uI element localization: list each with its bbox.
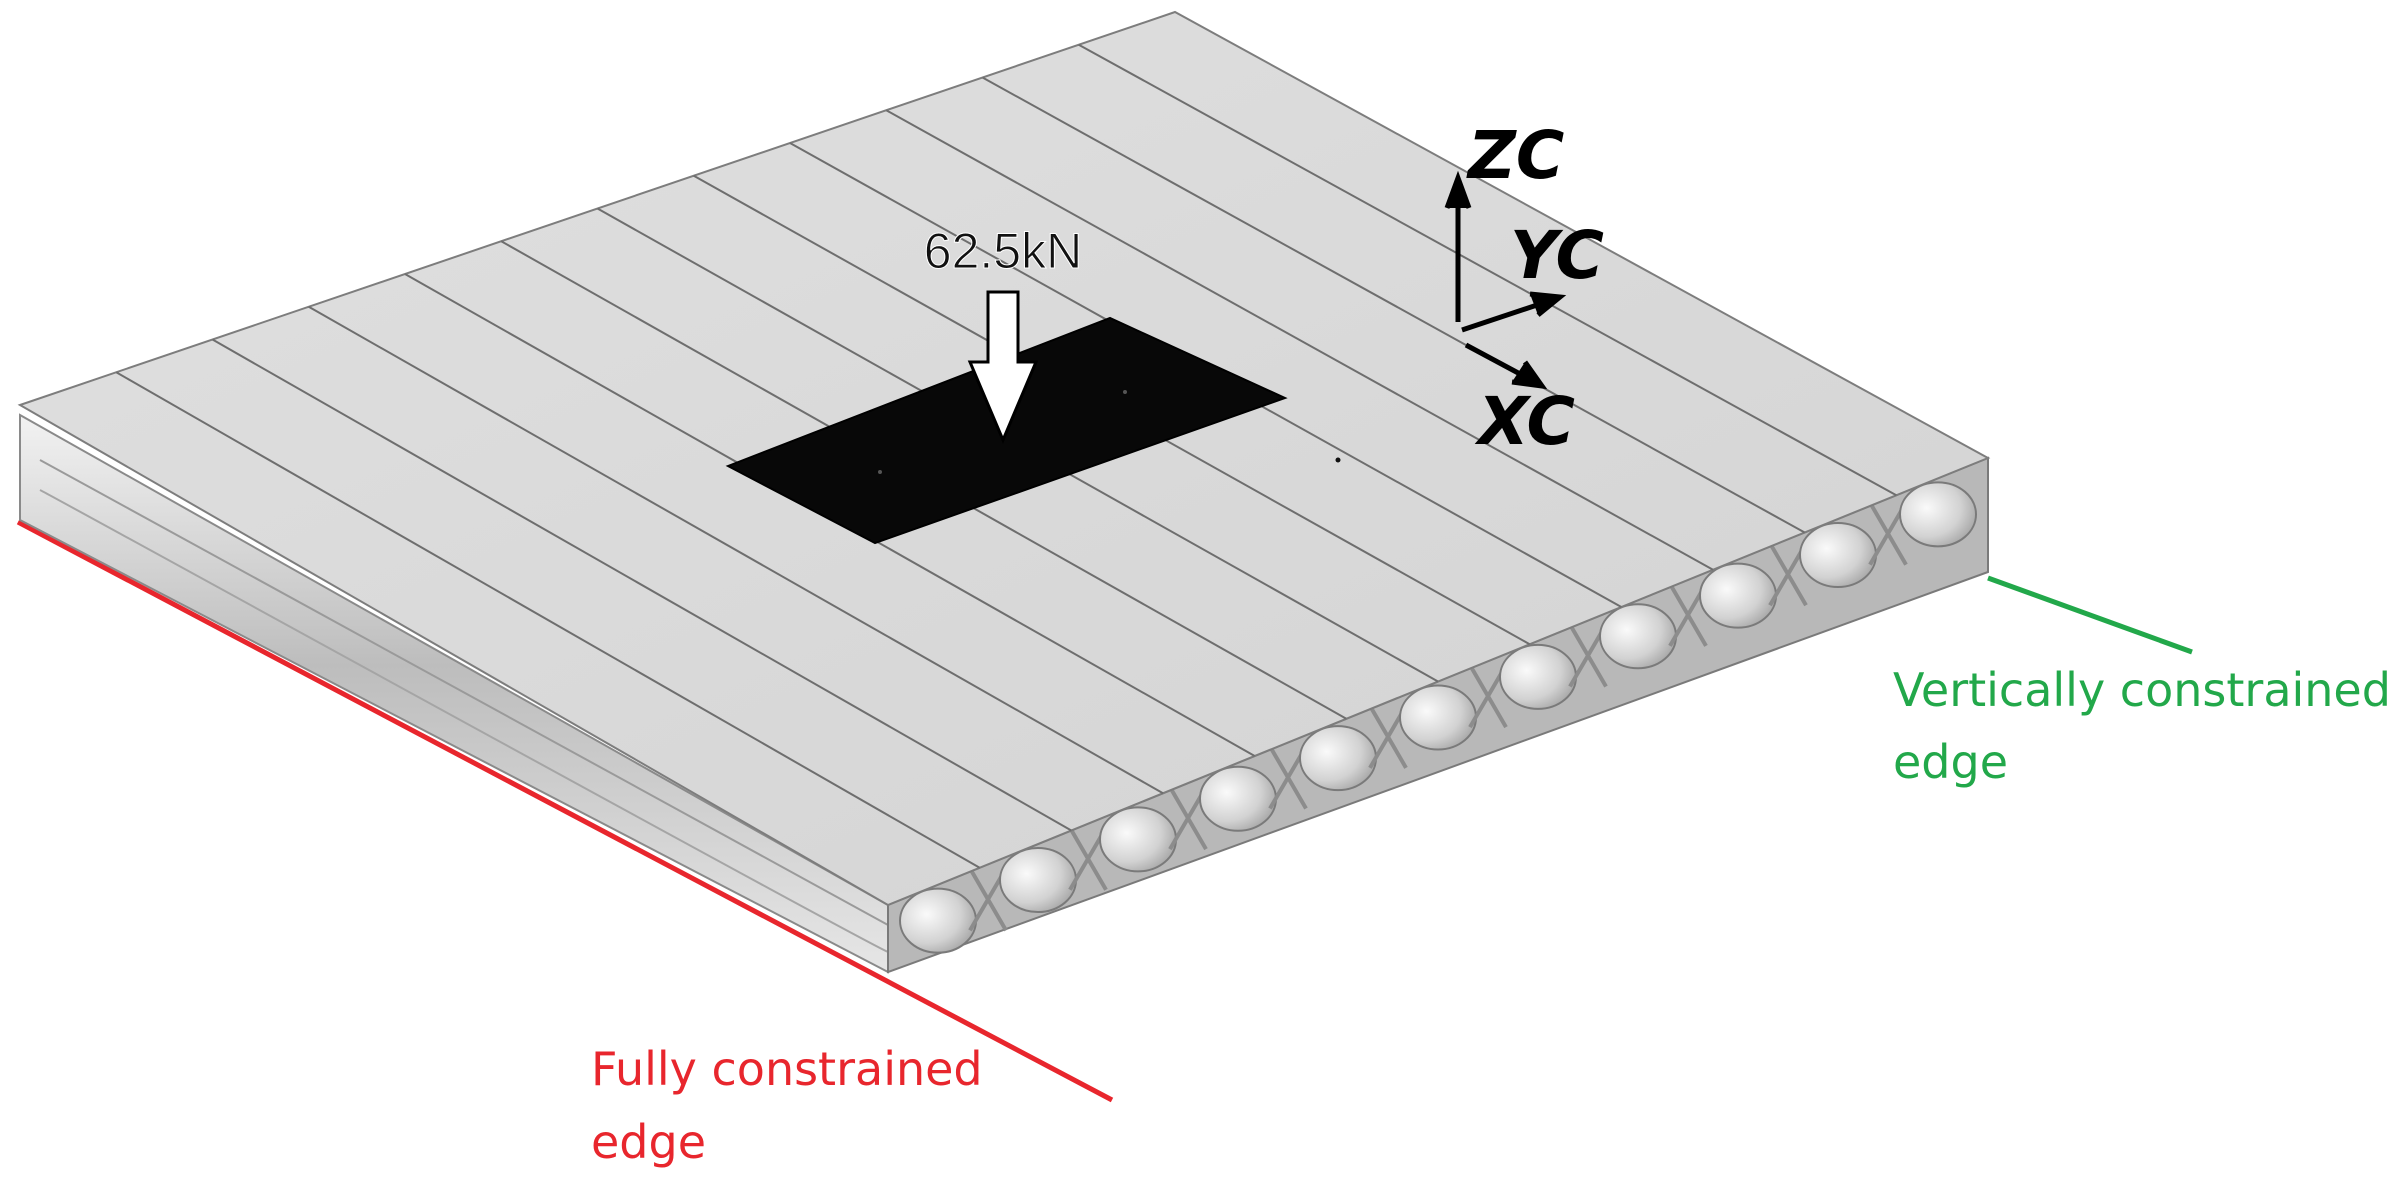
vertical-edge-label-line1: Vertically constrained (1893, 663, 2388, 717)
top-rib-lines (115, 43, 1897, 869)
axis-triad (1444, 170, 1567, 390)
honeycomb-cells (899, 481, 1977, 954)
vertical-edge-line (1987, 575, 2193, 655)
honeycomb-cell (1499, 643, 1577, 710)
axis-z-label: ZC (1466, 117, 1564, 194)
honeycomb-cell (1699, 562, 1777, 629)
honeycomb-cell (899, 887, 977, 954)
honeycomb-cell (1599, 603, 1677, 670)
load-arrow (967, 290, 1039, 444)
fixed-edge-label-line2: edge (591, 1115, 706, 1169)
vertical-edge-label-line2: edge (1893, 735, 2008, 789)
rib-line (115, 371, 981, 869)
honeycomb-cell (1299, 725, 1377, 792)
fixed-edge-line (16, 519, 1114, 1103)
fixed-edge-label-line1: Fully constrained (591, 1042, 983, 1096)
honeycomb-cell (1099, 806, 1177, 873)
axis-y-label: YC (1510, 217, 1604, 294)
rib-line (212, 338, 1072, 832)
honeycomb-cell (1199, 765, 1277, 832)
rib-line (982, 76, 1806, 534)
honeycomb-cell (1399, 684, 1477, 751)
honeycomb-cell (1899, 481, 1977, 548)
rib-line (308, 305, 1164, 795)
honeycomb-cell (1799, 521, 1877, 588)
rib-line (885, 109, 1714, 571)
load-label: 62.5kN (924, 223, 1082, 279)
axis-x-label: XC (1474, 383, 1575, 460)
honeycomb-cell (999, 847, 1077, 914)
rib-line (1078, 43, 1897, 497)
